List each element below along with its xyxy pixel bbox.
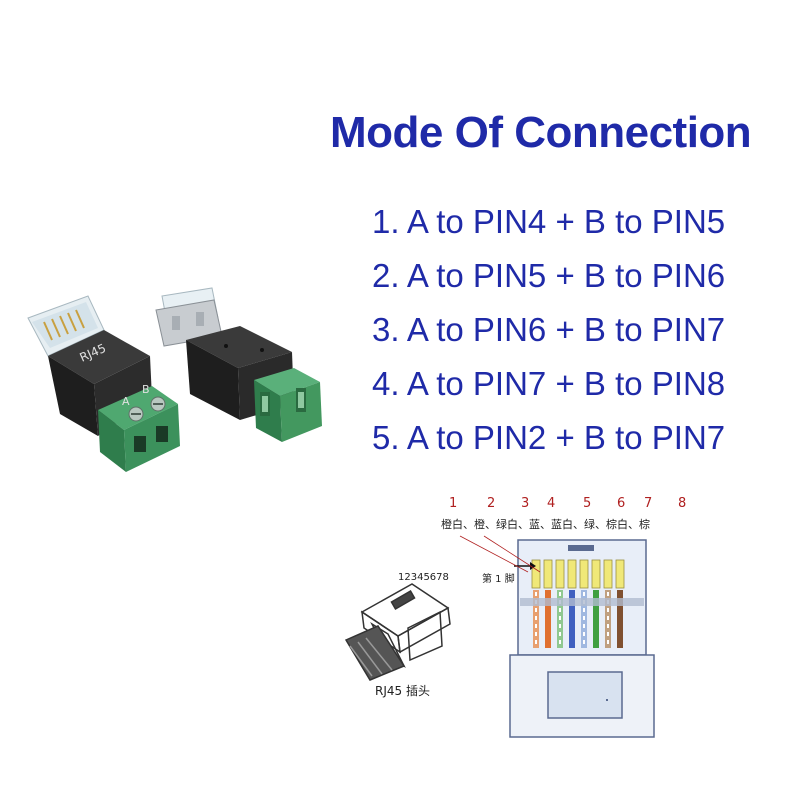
rj45-adapter-back-image bbox=[155, 287, 322, 442]
pin-number: 2 bbox=[487, 496, 496, 511]
connection-mode-item: 5. A to PIN2 + B to PIN7 bbox=[372, 419, 726, 456]
terminal-b-label: B bbox=[142, 383, 150, 396]
pin-number: 4 bbox=[547, 496, 556, 511]
connection-mode-item: 3. A to PIN6 + B to PIN7 bbox=[372, 311, 726, 348]
page-title: Mode Of Connection bbox=[330, 108, 752, 157]
pin-number: 8 bbox=[678, 496, 687, 511]
pinout-diagram bbox=[459, 535, 655, 738]
wire-color-legend: 橙白、橙、绿白、蓝、蓝白、绿、棕白、棕 bbox=[441, 518, 650, 531]
pin-number: 3 bbox=[521, 496, 530, 511]
pin-number: 5 bbox=[583, 496, 592, 511]
rj45-adapter-front-image bbox=[27, 295, 180, 472]
pin-number-row: 1 2 3 4 5 6 7 8 bbox=[445, 496, 705, 516]
plug-pin-digits: 12345678 bbox=[398, 572, 449, 583]
pin-number: 1 bbox=[449, 496, 458, 511]
connection-mode-list: 1. A to PIN4 + B to PIN5 2. A to PIN5 + … bbox=[372, 200, 725, 470]
terminal-a-label: A bbox=[122, 395, 130, 408]
pin1-label: 第 1 脚 bbox=[482, 574, 515, 585]
connection-mode-item: 2. A to PIN5 + B to PIN6 bbox=[372, 257, 726, 294]
pin-number: 6 bbox=[617, 496, 626, 511]
plug-label: RJ45 插头 bbox=[375, 684, 430, 698]
connection-mode-item: 1. A to PIN4 + B to PIN5 bbox=[372, 203, 726, 240]
rj45-plug-diagram bbox=[344, 583, 451, 681]
pin-number: 7 bbox=[644, 496, 653, 511]
connection-mode-item: 4. A to PIN7 + B to PIN8 bbox=[372, 365, 726, 402]
